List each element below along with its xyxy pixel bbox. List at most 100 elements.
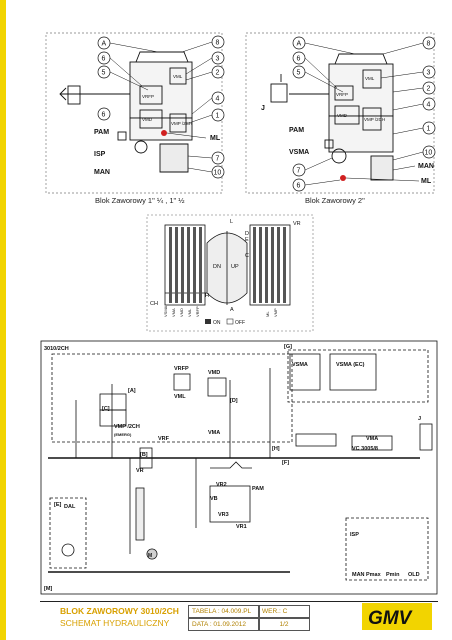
svg-text:VR: VR [136,468,144,474]
svg-text:8: 8 [216,40,220,47]
svg-text:UP: UP [231,264,239,270]
svg-text:VSMA (EC): VSMA (EC) [336,362,365,368]
svg-text:[F]: [F] [282,460,289,466]
svg-text:[M]: [M] [44,586,52,592]
svg-text:VRFP: VRFP [195,306,200,317]
svg-text:VMP /2CH: VMP /2CH [171,121,192,126]
callout-6: 6 [102,56,106,63]
svg-text:J: J [261,105,265,112]
svg-text:4: 4 [427,102,431,109]
svg-text:VB: VB [210,496,218,502]
svg-text:8: 8 [427,41,431,48]
svg-text:VMD: VMD [179,308,184,317]
cylinder-layout-drawing: L H DN UP C D E A CH VR VSMA VMA VMD VML… [146,214,314,332]
svg-text:VMP /2CH: VMP /2CH [364,117,385,122]
svg-text:[E]: [E] [54,502,62,508]
drawing-title: BLOK ZAWOROWY 3010/2CH [60,606,179,616]
svg-text:M: M [148,553,152,559]
svg-text:VC 3005/8: VC 3005/8 [352,446,378,452]
svg-text:VR: VR [293,221,301,227]
right-figure-caption: Blok Zaworowy 2" [305,196,365,205]
svg-text:5: 5 [297,70,301,77]
svg-text:PAM: PAM [289,127,304,134]
drawing-date: DATA : 01.09.2012 [188,618,260,631]
callout-A: A [102,41,107,48]
svg-text:ON: ON [213,320,221,326]
svg-text:VMD: VMD [142,117,153,122]
label-ISP: ISP [94,151,106,158]
svg-text:VRFP: VRFP [336,92,348,97]
svg-text:[G]: [G] [284,344,292,350]
svg-text:[A]: [A] [128,388,136,394]
svg-text:VSMA: VSMA [292,362,308,368]
svg-text:A: A [230,307,234,313]
callout-2: 2 [216,70,220,77]
svg-text:MAN: MAN [352,572,365,578]
svg-text:VMA: VMA [208,430,220,436]
svg-text:7: 7 [297,168,301,175]
gmv-logo: GMV [362,603,432,630]
callout-10: 10 [214,170,222,177]
svg-text:1: 1 [427,126,431,133]
svg-text:E: E [245,237,249,243]
svg-text:3: 3 [427,70,431,77]
svg-text:VMD: VMD [337,113,348,118]
page-number: 1/2 [258,618,310,631]
svg-text:VRF: VRF [158,436,170,442]
svg-text:[H]: [H] [272,446,280,452]
label-MAN: MAN [94,169,110,176]
svg-text:VSMA: VSMA [289,149,309,156]
svg-text:6: 6 [297,183,301,190]
svg-text:VML: VML [174,394,186,400]
svg-text:VRFP: VRFP [174,366,189,372]
svg-text:MAN: MAN [418,163,434,170]
svg-text:VR2: VR2 [216,482,227,488]
svg-text:ML: ML [421,178,432,185]
callout-7: 7 [216,156,220,163]
hydraulic-schematic: 3010/2CH [G] [A] [C] VRFP VML VMD [D] VS… [40,340,438,595]
svg-text:VR3: VR3 [218,512,229,518]
svg-text:H: H [205,293,209,299]
svg-text:6: 6 [102,112,106,119]
left-figure-caption: Blok Zaworowy 1" ¼ , 1" ½ [95,196,185,205]
callout-1: 1 [216,113,220,120]
svg-text:DN: DN [213,264,221,270]
valve-block-small-drawing: A 6 5 8 3 2 4 1 6 7 10 ML PAM ISP MAN VM… [45,32,225,194]
svg-text:Pmax: Pmax [366,572,382,578]
callout-4: 4 [216,96,220,103]
schematic-title: 3010/2CH [44,346,69,352]
revision: WER.: C [258,605,310,618]
svg-text:VMP: VMP [273,308,278,317]
svg-text:VMA: VMA [366,436,378,442]
svg-text:ISP: ISP [350,532,359,538]
svg-text:J: J [418,416,421,422]
svg-text:D: D [245,231,249,237]
yellow-margin-bar [0,0,6,640]
svg-text:(EMERG): (EMERG) [114,432,132,437]
svg-text:Pmin: Pmin [386,572,400,578]
svg-text:6: 6 [297,56,301,63]
label-ML: ML [210,135,221,142]
svg-text:VML: VML [365,76,375,81]
svg-text:VR1: VR1 [236,524,247,530]
tabela-number: TABELA : 04.009.PL [188,605,260,618]
svg-text:[B]: [B] [140,452,148,458]
svg-text:GMV: GMV [368,608,413,629]
svg-text:C: C [245,253,249,259]
svg-text:PAM: PAM [252,486,264,492]
svg-text:CH: CH [150,301,158,307]
callout-3: 3 [216,56,220,63]
callout-A: A [297,41,302,48]
valve-block-large-drawing: A 6 5 8 3 2 4 1 10 MAN ML J PAM VSMA 7 6… [245,32,436,194]
svg-text:ML: ML [265,311,270,317]
svg-text:[C]: [C] [102,406,110,412]
svg-text:VSMA: VSMA [163,305,168,317]
svg-text:2: 2 [427,86,431,93]
callout-5: 5 [102,70,106,77]
svg-text:OLD: OLD [408,572,420,578]
svg-text:L: L [230,219,233,225]
svg-text:10: 10 [425,150,433,157]
svg-text:DAL: DAL [64,504,76,510]
label-PAM: PAM [94,129,109,136]
svg-text:[D]: [D] [230,398,238,404]
